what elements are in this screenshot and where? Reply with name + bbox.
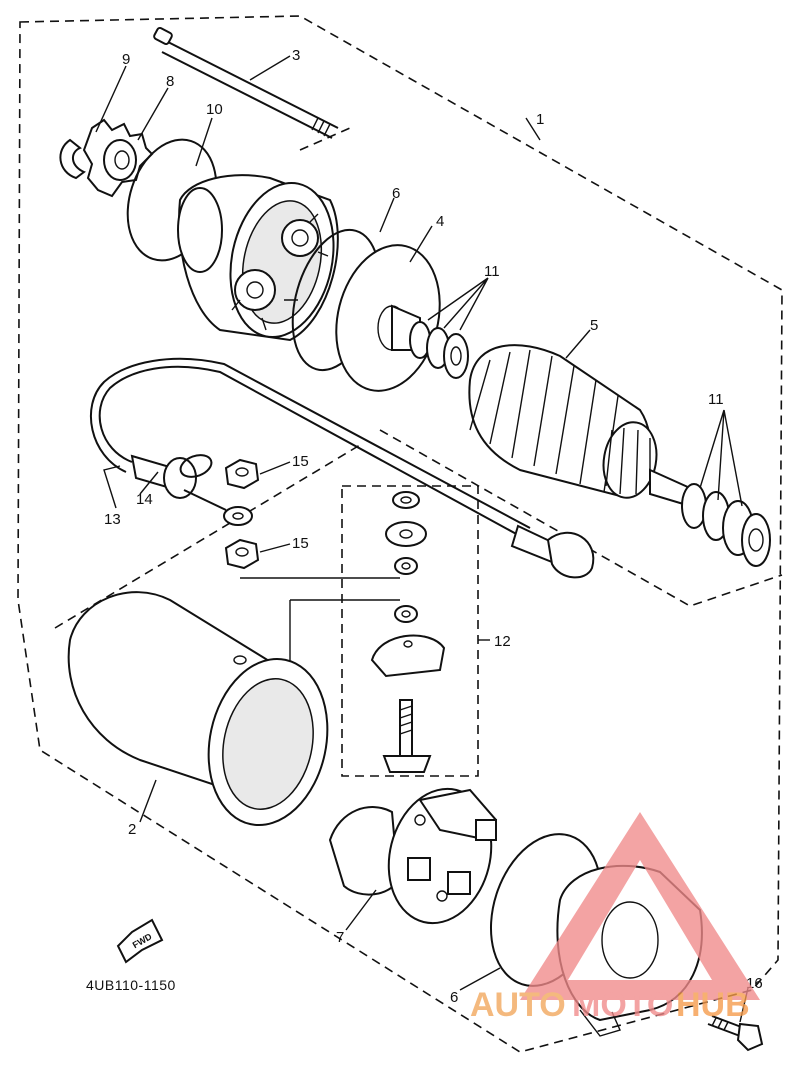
callout-4: 4: [436, 213, 444, 230]
callout-3: 3: [292, 47, 300, 64]
callout-15-upper: 15: [292, 453, 309, 470]
terminal-kit-boundary: [341, 485, 479, 777]
front-cover-housing: [177, 174, 339, 342]
callout-10: 10: [206, 101, 223, 118]
callout-11-right: 11: [708, 391, 724, 408]
callout-6-upper: 6: [392, 185, 400, 202]
callout-11-upper: 11: [484, 263, 500, 280]
diagram-code: 4UB110-1150: [86, 977, 176, 993]
assembly-boundary: [17, 15, 783, 1053]
lead-wire: [90, 357, 595, 579]
watermark-logo: AUTO MOTO HUB: [470, 812, 760, 1024]
shims-upper: [409, 321, 469, 379]
watermark-triangle-icon: [520, 812, 760, 1000]
armature: [468, 344, 691, 508]
bolt-16: [707, 1015, 764, 1052]
callout-12: 12: [494, 633, 511, 650]
through-bolt: [153, 27, 339, 139]
nut-upper: [224, 458, 260, 490]
watermark-text-auto: AUTO: [470, 986, 566, 1024]
callout-15-lower: 15: [292, 535, 309, 552]
shims-right: [681, 483, 771, 567]
fwd-arrow-icon: FWD: [116, 918, 164, 964]
watermark-text-moto: MOTO: [572, 986, 673, 1024]
callout-5: 5: [590, 317, 598, 334]
brush-holder: [328, 787, 498, 925]
callout-labels: 1 2 3 4 5 6 6 7 8 9 10 11 11 12 13 14 15…: [104, 47, 763, 1006]
callout-6-lower: 6: [450, 989, 458, 1006]
pinion-gear: [82, 118, 154, 198]
circlip: [59, 138, 86, 180]
terminal-kit: [370, 491, 446, 773]
leader-lines: [95, 55, 749, 1023]
callout-14: 14: [136, 491, 153, 508]
callout-1: 1: [536, 111, 544, 128]
watermark-text-hub: HUB: [676, 986, 750, 1024]
callout-8: 8: [166, 73, 174, 90]
yoke: [67, 591, 329, 827]
callout-13: 13: [104, 511, 121, 528]
armature-group-boundary: [299, 127, 783, 607]
washer-plate: [335, 244, 441, 392]
nut-lower: [224, 538, 260, 570]
callout-7: 7: [336, 929, 344, 946]
callout-2: 2: [128, 821, 136, 838]
callout-9: 9: [122, 51, 130, 68]
